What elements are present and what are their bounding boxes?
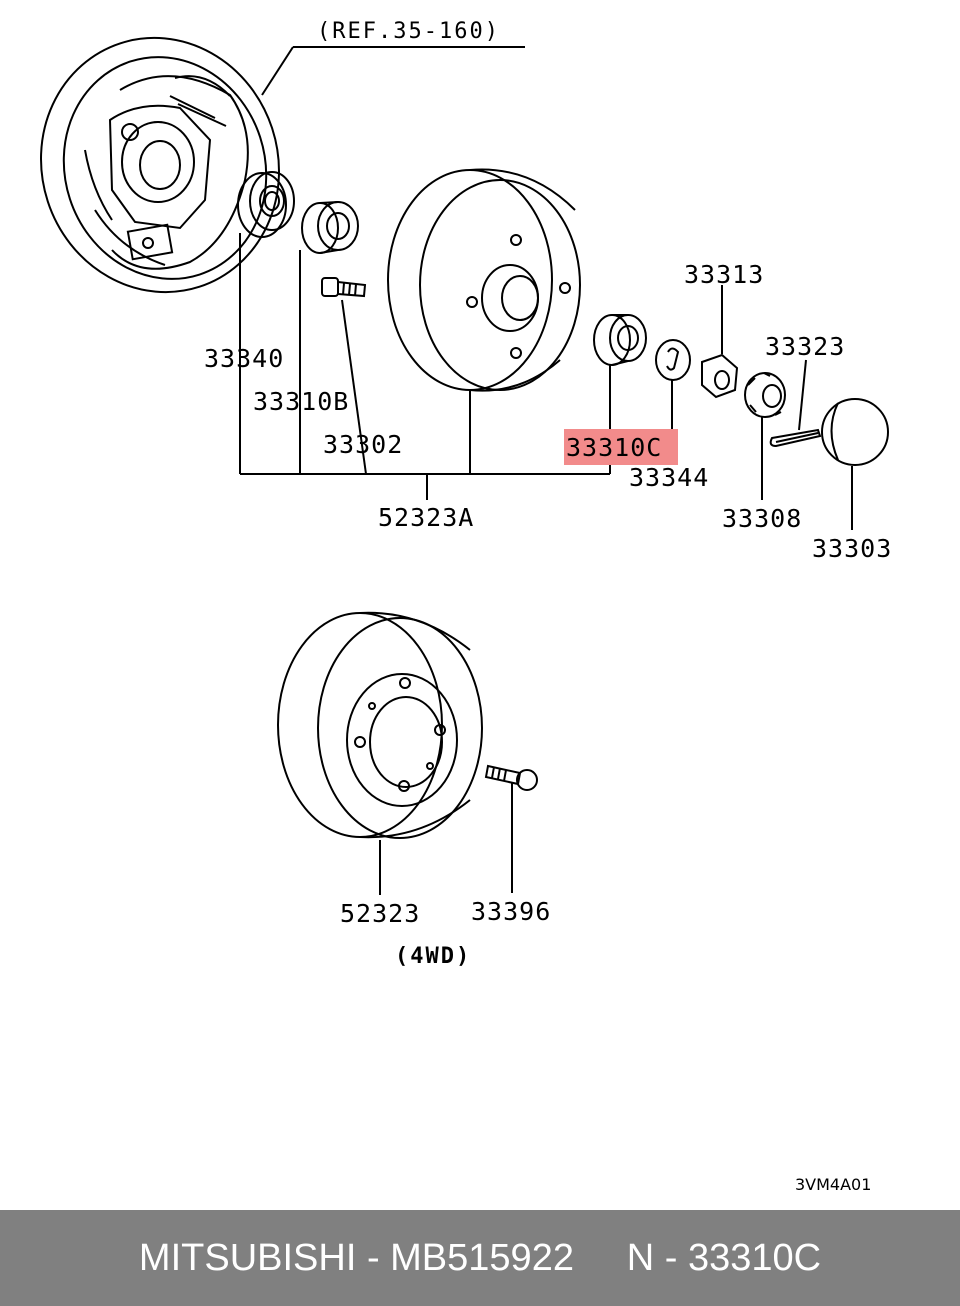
washer-drawing — [655, 339, 691, 381]
oil-seal-drawing — [237, 171, 295, 238]
parts-diagram: (REF.35-160) 33340 33310B 33302 52323A 3… — [40, 19, 892, 1194]
brake-drum-4wd-drawing — [277, 611, 483, 839]
highlight-box — [564, 429, 678, 465]
hub-bolt-drawing — [321, 277, 367, 298]
brake-drum-drawing — [387, 168, 581, 392]
brake-backing-plate-drawing — [40, 36, 280, 294]
label-33323[interactable]: 33323 — [765, 332, 845, 361]
variant-label: (4WD) — [395, 944, 471, 969]
inner-bearing-drawing — [593, 314, 647, 366]
ref-label: (REF.35-160) — [317, 19, 500, 44]
label-33310B[interactable]: 33310B — [253, 387, 349, 416]
diagram-code: 3VM4A01 — [795, 1175, 871, 1194]
label-33396[interactable]: 33396 — [471, 897, 551, 926]
label-52323[interactable]: 52323 — [340, 899, 420, 928]
leader-lines — [239, 46, 853, 895]
label-33340[interactable]: 33340 — [204, 344, 284, 373]
footer-bar: MITSUBISHI - MB515922 N - 33310C — [0, 1210, 960, 1306]
lock-cap-drawing — [744, 372, 786, 418]
label-52323A[interactable]: 52323A — [378, 503, 474, 532]
cotter-pin-drawing — [769, 428, 822, 448]
label-33344[interactable]: 33344 — [629, 463, 709, 492]
label-33302[interactable]: 33302 — [323, 430, 403, 459]
label-33313[interactable]: 33313 — [684, 260, 764, 289]
hub-cap-drawing — [821, 398, 889, 466]
outer-bearing-drawing — [301, 201, 359, 254]
label-33303[interactable]: 33303 — [812, 534, 892, 563]
label-33310C[interactable]: 33310C — [566, 433, 662, 462]
label-33308[interactable]: 33308 — [722, 504, 802, 533]
nut-drawing — [701, 353, 739, 399]
footer-text: MITSUBISHI - MB515922 N - 33310C — [138, 1236, 822, 1279]
wheel-bolt-drawing — [484, 764, 538, 791]
